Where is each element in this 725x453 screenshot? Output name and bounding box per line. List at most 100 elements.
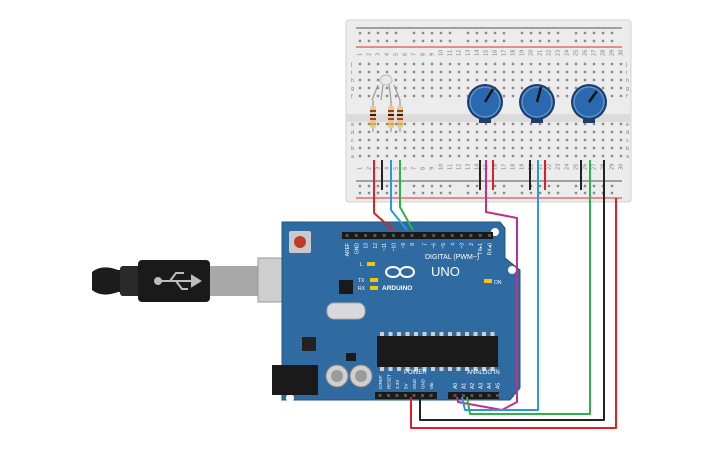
digital-pin-hole[interactable]: [354, 234, 358, 237]
rail-hole[interactable]: [385, 31, 389, 35]
terminal-hole[interactable]: [619, 70, 623, 74]
terminal-hole[interactable]: [502, 70, 506, 74]
rail-hole[interactable]: [502, 184, 506, 188]
terminal-hole[interactable]: [385, 138, 389, 142]
terminal-hole[interactable]: [511, 130, 515, 134]
rail-hole[interactable]: [430, 184, 434, 188]
rail-hole[interactable]: [367, 31, 371, 35]
rail-hole[interactable]: [412, 31, 416, 35]
terminal-hole[interactable]: [502, 138, 506, 142]
power-pin-hole[interactable]: [404, 394, 407, 397]
wire-black-gnd[interactable]: [419, 160, 605, 421]
terminal-hole[interactable]: [502, 94, 506, 98]
rail-hole[interactable]: [493, 191, 497, 195]
wire-red-led[interactable]: [373, 160, 394, 231]
terminal-hole[interactable]: [529, 70, 533, 74]
terminal-hole[interactable]: [592, 138, 596, 142]
terminal-hole[interactable]: [565, 122, 569, 126]
analog-pin-hole[interactable]: [470, 394, 474, 397]
terminal-hole[interactable]: [556, 70, 560, 74]
terminal-hole[interactable]: [421, 122, 425, 126]
terminal-hole[interactable]: [502, 62, 506, 66]
terminal-hole[interactable]: [511, 94, 515, 98]
rail-hole[interactable]: [583, 184, 587, 188]
terminal-hole[interactable]: [529, 130, 533, 134]
terminal-hole[interactable]: [619, 78, 623, 82]
rail-hole[interactable]: [475, 31, 479, 35]
rail-hole[interactable]: [430, 191, 434, 195]
rail-hole[interactable]: [493, 31, 497, 35]
reset-button[interactable]: [289, 231, 311, 253]
terminal-hole[interactable]: [601, 86, 605, 90]
terminal-hole[interactable]: [376, 146, 380, 150]
rail-hole[interactable]: [376, 191, 380, 195]
terminal-hole[interactable]: [529, 122, 533, 126]
terminal-hole[interactable]: [403, 70, 407, 74]
power-jack[interactable]: [272, 365, 318, 395]
rail-hole[interactable]: [520, 184, 524, 188]
terminal-hole[interactable]: [511, 70, 515, 74]
terminal-hole[interactable]: [394, 62, 398, 66]
rail-hole[interactable]: [574, 39, 578, 43]
terminal-hole[interactable]: [466, 146, 470, 150]
terminal-hole[interactable]: [403, 86, 407, 90]
power-pin-hole[interactable]: [378, 394, 382, 397]
terminal-hole[interactable]: [457, 94, 461, 98]
terminal-hole[interactable]: [376, 86, 380, 90]
terminal-hole[interactable]: [538, 122, 542, 126]
rail-hole[interactable]: [556, 31, 560, 35]
terminal-hole[interactable]: [430, 78, 434, 82]
rail-hole[interactable]: [484, 31, 488, 35]
terminal-hole[interactable]: [448, 130, 452, 134]
wire-magenta-a0[interactable]: [456, 160, 518, 411]
terminal-hole[interactable]: [367, 138, 371, 142]
rail-hole[interactable]: [367, 184, 371, 188]
terminal-hole[interactable]: [502, 78, 506, 82]
digital-pin-hole[interactable]: [345, 234, 349, 237]
terminal-hole[interactable]: [421, 86, 425, 90]
digital-pin-hole[interactable]: [478, 234, 482, 237]
terminal-hole[interactable]: [385, 130, 389, 134]
terminal-hole[interactable]: [493, 122, 497, 126]
rail-hole[interactable]: [448, 39, 452, 43]
rail-hole[interactable]: [367, 39, 371, 43]
terminal-hole[interactable]: [610, 122, 614, 126]
terminal-hole[interactable]: [484, 70, 488, 74]
terminal-hole[interactable]: [367, 122, 371, 126]
rail-hole[interactable]: [529, 191, 533, 195]
potentiometer-1[interactable]: [467, 84, 503, 123]
terminal-hole[interactable]: [502, 86, 506, 90]
terminal-hole[interactable]: [385, 122, 389, 126]
terminal-hole[interactable]: [592, 146, 596, 150]
terminal-hole[interactable]: [475, 146, 479, 150]
terminal-hole[interactable]: [466, 70, 470, 74]
terminal-hole[interactable]: [556, 138, 560, 142]
terminal-hole[interactable]: [601, 146, 605, 150]
rail-hole[interactable]: [394, 39, 398, 43]
terminal-hole[interactable]: [385, 62, 389, 66]
digital-pin-hole[interactable]: [422, 234, 426, 237]
terminal-hole[interactable]: [601, 130, 605, 134]
terminal-hole[interactable]: [484, 62, 488, 66]
wire-red-5v[interactable]: [410, 198, 617, 429]
terminal-hole[interactable]: [529, 78, 533, 82]
terminal-hole[interactable]: [574, 154, 578, 158]
terminal-hole[interactable]: [466, 62, 470, 66]
terminal-hole[interactable]: [439, 78, 443, 82]
terminal-hole[interactable]: [493, 62, 497, 66]
rail-hole[interactable]: [574, 31, 578, 35]
terminal-hole[interactable]: [565, 70, 569, 74]
terminal-hole[interactable]: [565, 130, 569, 134]
terminal-hole[interactable]: [565, 78, 569, 82]
rail-hole[interactable]: [376, 39, 380, 43]
terminal-hole[interactable]: [439, 122, 443, 126]
rail-hole[interactable]: [520, 191, 524, 195]
terminal-hole[interactable]: [493, 154, 497, 158]
terminal-hole[interactable]: [565, 138, 569, 142]
terminal-hole[interactable]: [430, 138, 434, 142]
terminal-hole[interactable]: [421, 154, 425, 158]
digital-pin-hole[interactable]: [450, 234, 454, 237]
rail-hole[interactable]: [601, 39, 605, 43]
rail-hole[interactable]: [529, 31, 533, 35]
